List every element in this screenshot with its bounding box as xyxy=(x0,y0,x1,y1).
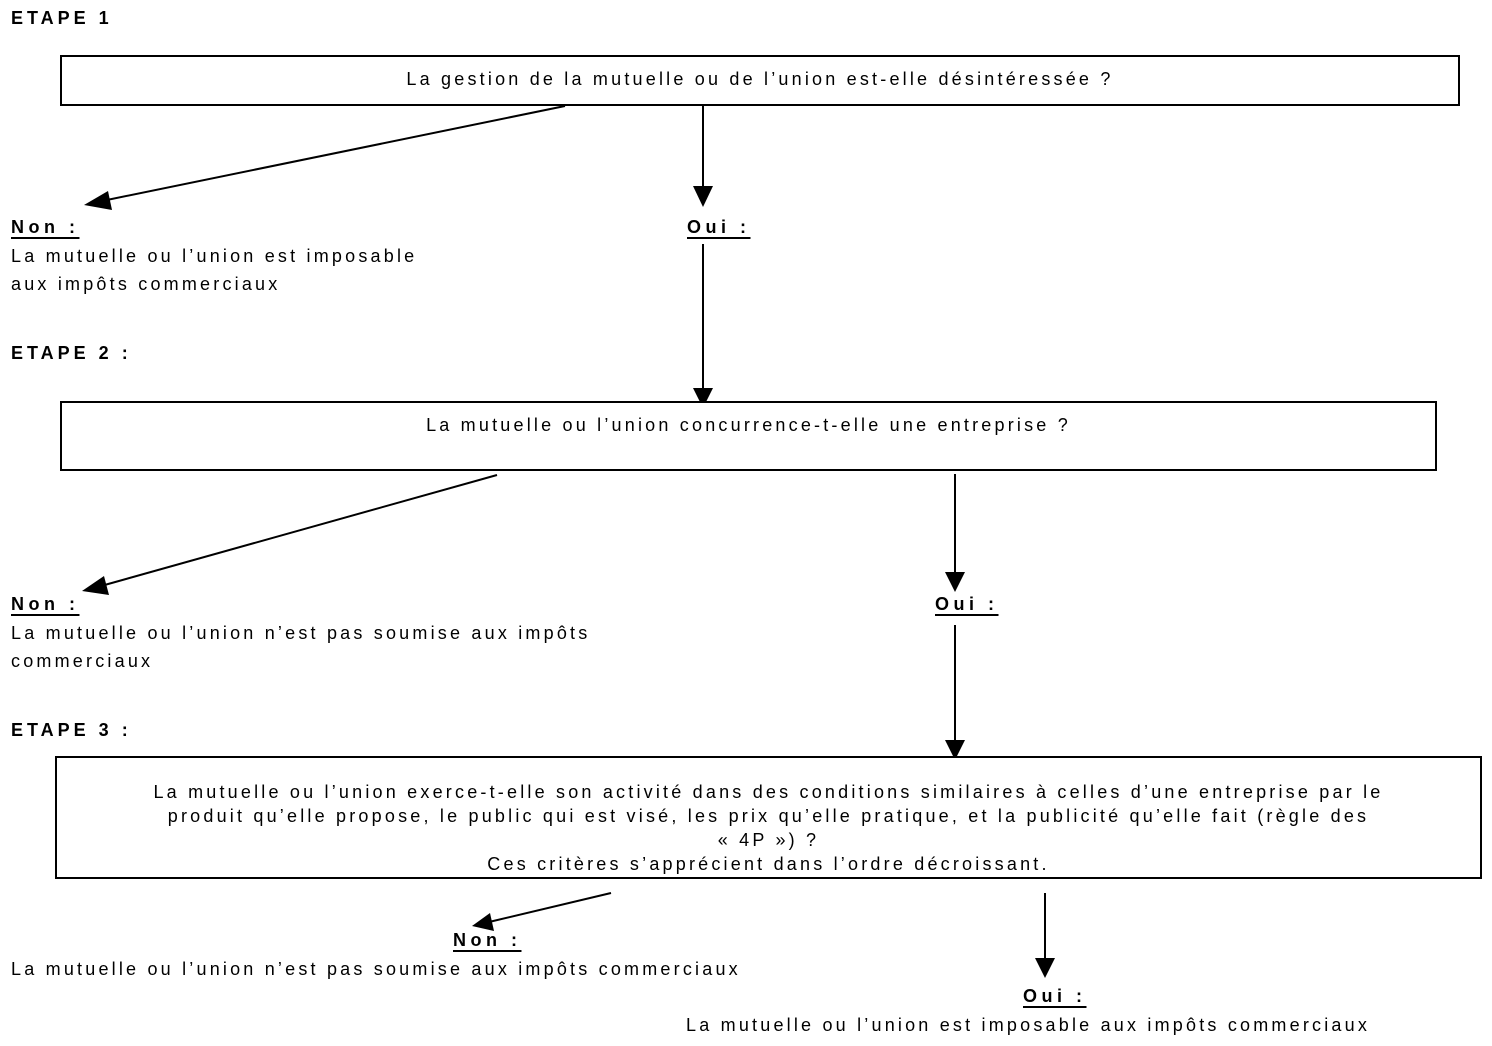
step1-question: La gestion de la mutuelle ou de l’union … xyxy=(406,69,1114,89)
step3-oui-label: Oui : xyxy=(1023,986,1087,1006)
step3-question-box: La mutuelle ou l’union exerce-t-elle son… xyxy=(55,756,1482,879)
step1-non-text-line2: aux impôts commerciaux xyxy=(11,274,281,294)
step1-label: ETAPE 1 xyxy=(11,8,113,28)
arrow-step1-non xyxy=(84,105,566,210)
step1-non-text-line1: La mutuelle ou l’union est imposable xyxy=(11,246,418,266)
step2-oui-label: Oui : xyxy=(935,594,999,614)
arrow-step2-non xyxy=(82,474,498,595)
step3-question: La mutuelle ou l’union exerce-t-elle son… xyxy=(153,782,1384,874)
step1-non-label: Non : xyxy=(11,217,80,237)
step2-non-text-line2: commerciaux xyxy=(11,651,154,671)
arrow-step3-non xyxy=(472,892,612,931)
arrow-oui1-step2 xyxy=(693,244,713,408)
step2-non-label: Non : xyxy=(11,594,80,614)
step2-label: ETAPE 2 : xyxy=(11,343,132,363)
step2-non-text-line1: La mutuelle ou l’union n’est pas soumise… xyxy=(11,623,591,643)
step3-label: ETAPE 3 : xyxy=(11,720,132,740)
step2-question: La mutuelle ou l’union concurrence-t-ell… xyxy=(426,415,1071,435)
step3-oui-text: La mutuelle ou l’union est imposable aux… xyxy=(686,1015,1371,1035)
step1-oui-label: Oui : xyxy=(687,217,751,237)
arrow-step3-oui xyxy=(1035,893,1055,978)
step3-non-text: La mutuelle ou l’union n’est pas soumise… xyxy=(11,959,741,979)
step1-question-box: La gestion de la mutuelle ou de l’union … xyxy=(60,55,1460,106)
arrow-step2-oui xyxy=(945,474,965,592)
arrow-step1-oui xyxy=(693,106,713,207)
step2-question-box: La mutuelle ou l’union concurrence-t-ell… xyxy=(60,401,1437,471)
step3-non-label: Non : xyxy=(453,930,522,950)
arrow-oui2-step3 xyxy=(945,625,965,760)
